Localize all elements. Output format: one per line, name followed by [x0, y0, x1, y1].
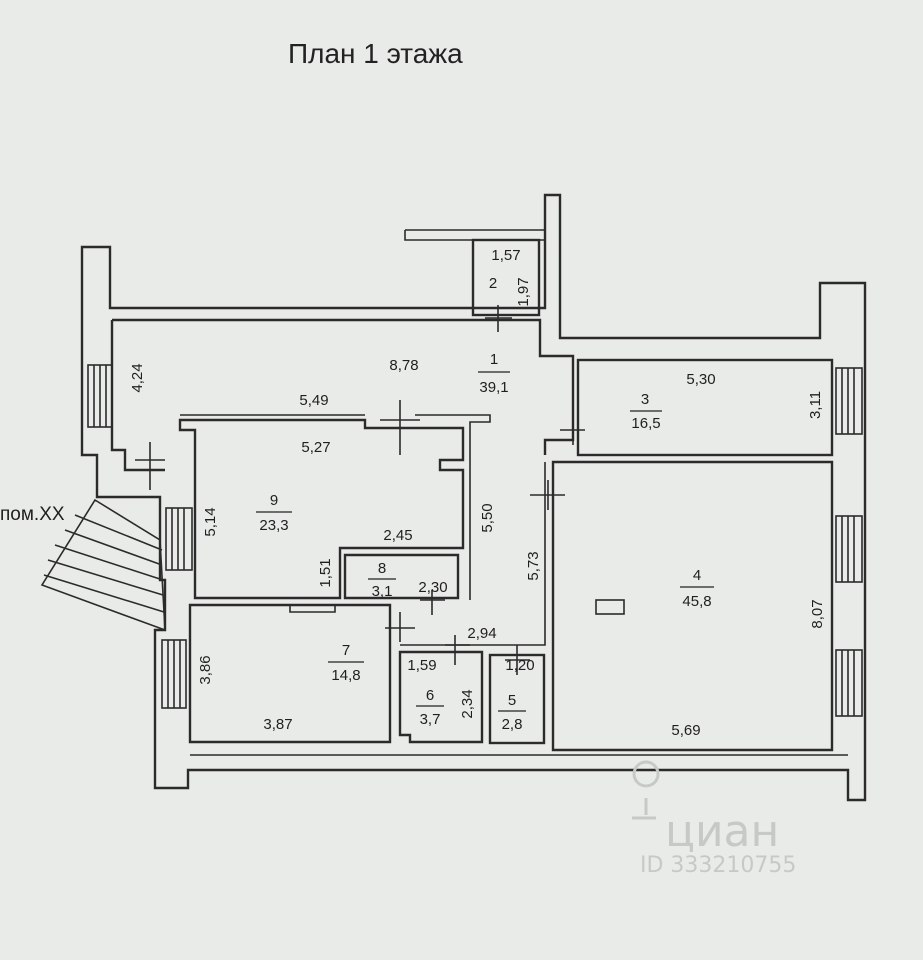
entry-stairs	[40, 498, 166, 632]
room-4-number: 4	[693, 567, 701, 584]
room-7-outline	[188, 603, 392, 744]
dimension-labels: 1,57 1,97 8,78 4,24 5,49 5,30 3,11 5,27 …	[129, 247, 826, 739]
dim-r3-w: 5,30	[686, 371, 715, 388]
dim-r1-left: 4,24	[129, 363, 146, 392]
dim-r2-h: 1,97	[515, 277, 532, 306]
room-3-number: 3	[641, 391, 649, 408]
room-1-area: 39,1	[479, 379, 508, 396]
plan-title: План 1 этажа	[288, 38, 463, 69]
dim-r5-w: 1,20	[505, 657, 534, 674]
watermark: циан ID 333210755	[632, 760, 796, 878]
watermark-id: ID 333210755	[640, 853, 796, 878]
dim-r3-h: 3,11	[807, 391, 824, 419]
room-9-area: 23,3	[259, 517, 288, 534]
dim-r1-mid: 5,49	[299, 392, 328, 409]
room-3-area: 16,5	[631, 415, 660, 432]
dim-corr-573: 5,73	[525, 551, 542, 580]
walls	[40, 193, 867, 802]
room-9-number: 9	[270, 492, 278, 509]
dim-r9-bottom: 2,45	[383, 527, 412, 544]
dim-corr-294: 2,94	[467, 625, 496, 642]
room-8-area: 3,1	[372, 583, 393, 600]
room-7-area: 14,8	[331, 667, 360, 684]
room-2-outline	[471, 238, 541, 317]
dim-r7-h: 3,86	[197, 655, 214, 684]
room-8-number: 8	[378, 560, 386, 577]
room-8-outline	[343, 553, 460, 600]
room-7-number: 7	[342, 642, 350, 659]
dim-r2-w: 1,57	[491, 247, 520, 264]
room-2-number: 2	[489, 275, 497, 292]
dim-r4-h: 8,07	[809, 599, 826, 628]
dim-r7-w: 3,87	[263, 716, 292, 733]
neighbor-label: пом.XX	[0, 504, 65, 525]
dim-r4-w: 5,69	[671, 722, 700, 739]
room-4-outline	[551, 460, 834, 752]
windows	[87, 364, 863, 717]
watermark-brand: циан	[665, 806, 779, 857]
dim-r6-h: 2,34	[459, 689, 476, 718]
dim-r9-top: 5,27	[301, 439, 330, 456]
dim-r9-left: 5,14	[202, 507, 219, 536]
room-6-outline	[398, 650, 484, 744]
room-4-area: 45,8	[682, 593, 711, 610]
room-6-number: 6	[426, 687, 434, 704]
room-3-outline	[576, 358, 834, 457]
dim-corr-550: 5,50	[479, 503, 496, 532]
room-6-area: 3,7	[420, 711, 441, 728]
dim-r6-w: 1,59	[407, 657, 436, 674]
room-4-fixture	[595, 599, 625, 615]
room-labels: 1 39,1 2 3 16,5 4 45,8 5 2,8 6 3,7 7 14,…	[256, 275, 714, 733]
dim-r1-top: 8,78	[389, 357, 418, 374]
dim-r8-h: 1,51	[317, 558, 334, 587]
room-9-outline	[178, 418, 465, 600]
room-5-area: 2,8	[502, 716, 523, 733]
dim-r8-w: 2,30	[418, 579, 447, 596]
room-5-number: 5	[508, 692, 516, 709]
room-1-number: 1	[490, 351, 498, 368]
door-marks	[135, 305, 585, 675]
